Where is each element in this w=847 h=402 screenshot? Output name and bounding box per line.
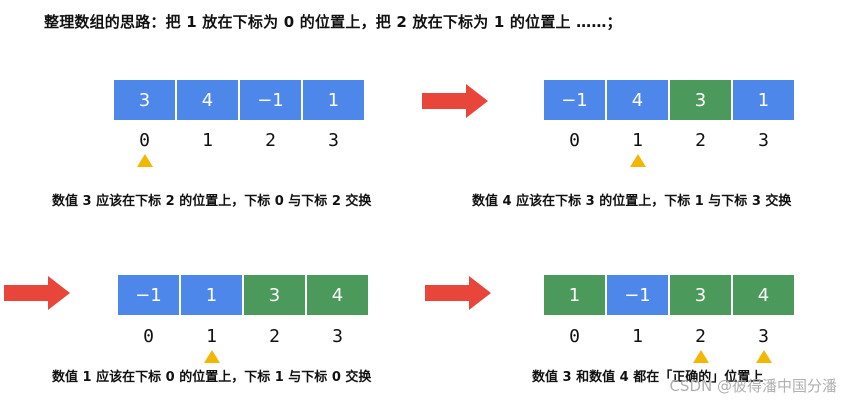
array-cell: 1 xyxy=(181,275,242,315)
array-cell: 3 xyxy=(114,80,175,120)
index-label: 2 xyxy=(695,326,706,347)
array-cell: 3 xyxy=(670,275,731,315)
indices-step-3: 0 1 2 3 xyxy=(118,326,368,347)
index-label: 2 xyxy=(695,130,706,151)
pointer-triangle-icon xyxy=(203,350,220,363)
index-label: 1 xyxy=(202,130,213,151)
pointer-triangle-icon xyxy=(136,154,153,167)
index-label: 3 xyxy=(332,326,343,347)
indices-step-1: 0 1 2 3 xyxy=(114,130,364,151)
index-label: 2 xyxy=(269,326,280,347)
index-label: 3 xyxy=(758,326,769,347)
index-label: 0 xyxy=(569,130,580,151)
index-label: 1 xyxy=(632,130,643,151)
array-cell: 1 xyxy=(733,80,794,120)
array-cell: −1 xyxy=(607,275,668,315)
array-cell: −1 xyxy=(240,80,301,120)
index-label: 0 xyxy=(139,130,150,151)
pointer-triangle-icon xyxy=(755,350,772,363)
array-cell: 3 xyxy=(670,80,731,120)
right-arrow-icon xyxy=(4,276,70,310)
array-cell: −1 xyxy=(544,80,605,120)
pointer-triangle-icon xyxy=(629,154,646,167)
index-label: 0 xyxy=(143,326,154,347)
caption-step-3: 数值 1 应该在下标 0 的位置上，下标 1 与下标 0 交换 xyxy=(52,370,372,385)
index-label: 1 xyxy=(632,326,643,347)
page-title: 整理数组的思路：把 1 放在下标为 0 的位置上，把 2 放在下标为 1 的位置… xyxy=(44,13,622,31)
right-arrow-icon xyxy=(425,276,491,310)
watermark: CSDN @彼得潘中国分潘 xyxy=(669,377,837,395)
caption-step-4: 数值 3 和数值 4 都在「正确的」位置上 xyxy=(532,370,764,385)
index-label: 3 xyxy=(758,130,769,151)
right-arrow-icon xyxy=(422,84,488,118)
array-cell: 1 xyxy=(303,80,364,120)
array-cell: 4 xyxy=(307,275,368,315)
array-cell: 3 xyxy=(244,275,305,315)
array-cell: 1 xyxy=(544,275,605,315)
indices-step-4: 0 1 2 3 xyxy=(544,326,794,347)
index-label: 3 xyxy=(328,130,339,151)
caption-step-1: 数值 3 应该在下标 2 的位置上，下标 0 与下标 2 交换 xyxy=(52,194,372,209)
index-label: 0 xyxy=(569,326,580,347)
caption-step-2: 数值 4 应该在下标 3 的位置上，下标 1 与下标 3 交换 xyxy=(472,194,792,209)
array-cell: 4 xyxy=(607,80,668,120)
index-label: 1 xyxy=(206,326,217,347)
array-cell: 4 xyxy=(177,80,238,120)
index-label: 2 xyxy=(265,130,276,151)
indices-step-2: 0 1 2 3 xyxy=(544,130,794,151)
array-cell: −1 xyxy=(118,275,179,315)
pointer-triangle-icon xyxy=(692,350,709,363)
array-cell: 4 xyxy=(733,275,794,315)
